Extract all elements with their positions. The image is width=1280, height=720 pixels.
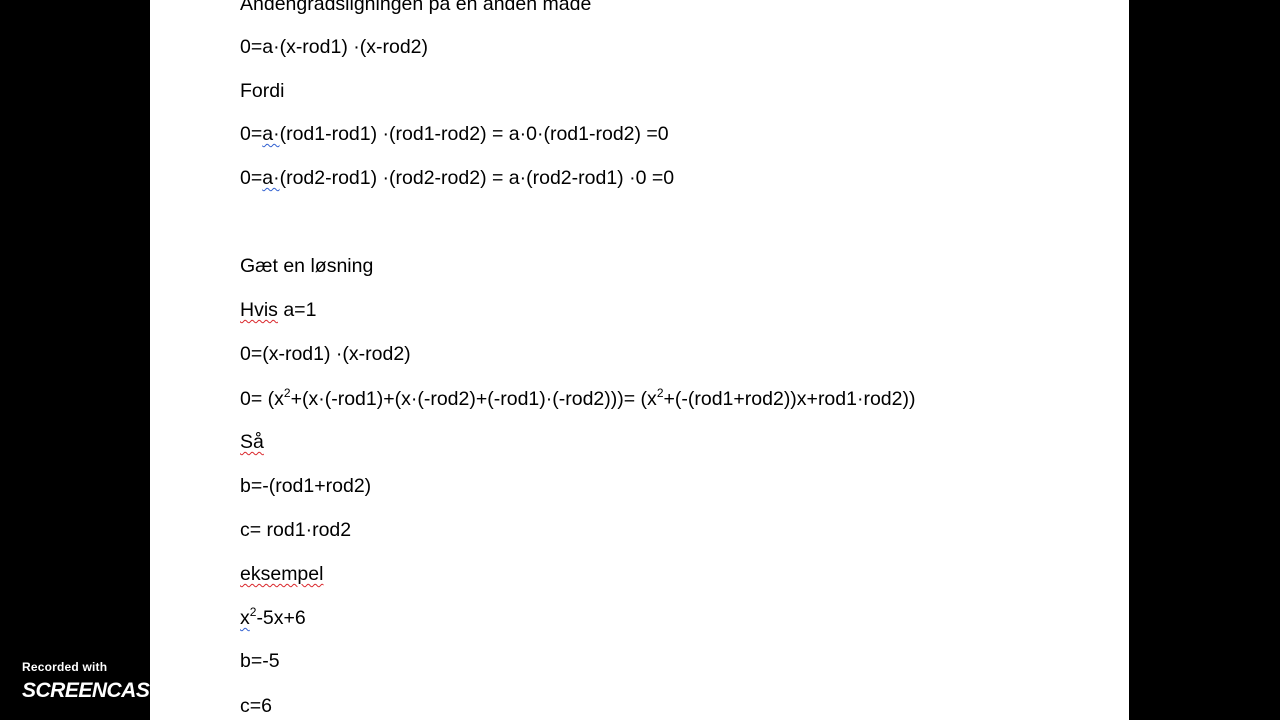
a-one-form-line: 0=(x-rod1) ·(x-rod2) (240, 343, 411, 365)
brand-left-text: SCREENCAST (22, 679, 162, 702)
example-poly-line: x2-5x+6 (240, 606, 306, 630)
hvis-rest: a=1 (277, 299, 317, 321)
check-root1-grammar-mark: a· (262, 123, 280, 145)
screencast-brand: SCREENCAST MATIC (22, 676, 254, 706)
saa-word: Så (240, 431, 264, 453)
recorded-with-label: Recorded with (22, 660, 108, 674)
c-def-line: c= rod1·rod2 (240, 519, 352, 541)
check-root1-post: (rod1-rod1) ·(rod1-rod2) = a·0·(rod1-rod… (279, 123, 669, 145)
expanded-line: 0= (x2+(x·(-rod1)+(x·(-rod2)+(-rod1)·(-r… (240, 387, 915, 411)
check-root1-line: 0=a·(rod1-rod1) ·(rod1-rod2) = a·0·(rod1… (240, 122, 669, 146)
c-value-line: c=6 (240, 695, 272, 717)
factored-form-line: 0=a·(x-rod1) ·(x-rod2) (240, 36, 429, 58)
screencast-logo-icon (163, 678, 190, 704)
fordi-line: Fordi (240, 80, 285, 102)
check-root1-pre: 0= (240, 123, 263, 145)
check-root2-line: 0=a·(rod2-rod1) ·(rod2-rod2) = a·(rod2-r… (240, 166, 674, 190)
brand-right-text: MATIC (190, 679, 254, 702)
example-poly-rest: -5x+6 (256, 607, 306, 629)
expanded-sup2: 2 (656, 386, 664, 400)
eksempel-line: eksempel (240, 562, 323, 586)
b-value-line: b=-5 (240, 650, 280, 672)
screencast-watermark: Recorded with SCREENCAST MATIC (22, 658, 254, 708)
expanded-sup1: 2 (283, 386, 291, 400)
check-root2-post: (rod2-rod1) ·(rod2-rod2) = a·(rod2-rod1)… (279, 167, 675, 189)
example-poly-sup: 2 (249, 605, 257, 619)
hvis-word: Hvis (240, 299, 278, 321)
saa-line: Så (240, 430, 264, 454)
eksempel-word: eksempel (240, 563, 324, 585)
document-page: Andengradsligningen på en anden måde 0=a… (150, 0, 1129, 720)
example-poly-x: x (240, 607, 250, 629)
expanded-part2: +(x·(-rod1)+(x·(-rod2)+(-rod1)·(-rod2)))… (290, 388, 657, 410)
heading-line: Andengradsligningen på en anden måde (240, 0, 592, 15)
hvis-line: Hvis a=1 (240, 298, 316, 322)
b-def-line: b=-(rod1+rod2) (240, 475, 372, 497)
expanded-part1: 0= (x (240, 388, 284, 410)
check-root2-grammar-mark: a· (262, 167, 280, 189)
guess-line: Gæt en løsning (240, 255, 374, 277)
check-root2-pre: 0= (240, 167, 263, 189)
expanded-part3: +(-(rod1+rod2))x+rod1·rod2)) (663, 388, 916, 410)
